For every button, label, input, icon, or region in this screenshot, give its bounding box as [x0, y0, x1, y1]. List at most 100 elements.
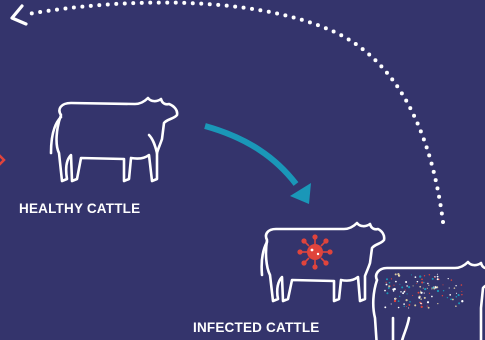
speckle-dot [398, 307, 400, 309]
speckle-dot [433, 288, 435, 290]
speckle-dot [406, 306, 407, 307]
speckle-dot [419, 286, 421, 288]
speckle-dot [393, 285, 394, 286]
speckle-dot [416, 283, 417, 284]
speckle-dot [456, 293, 457, 294]
speckle-dot [407, 293, 408, 294]
speckle-dot [423, 282, 425, 284]
speckle-dot [404, 306, 405, 307]
speckle-dot [427, 306, 428, 307]
speckle-dot [461, 284, 463, 286]
speckle-dot [428, 307, 430, 309]
speckle-dot [418, 297, 420, 299]
speckle-dot [456, 296, 458, 298]
speckle-dot [388, 287, 390, 289]
speckle-dot [421, 281, 423, 283]
infected-cow-icon [262, 223, 385, 301]
speckle-dot [391, 303, 392, 304]
speckle-dot [431, 288, 432, 289]
speckle-dot [405, 281, 407, 283]
virus-icon [298, 235, 332, 269]
speckle-dot [451, 279, 452, 280]
speckle-dot [429, 274, 430, 275]
speckle-dot [399, 296, 400, 297]
speckle-dot [437, 278, 439, 280]
speckle-dot [424, 275, 425, 276]
dotted-arc [28, 3, 443, 222]
speckle-dot [417, 281, 419, 283]
speckle-dot [401, 286, 403, 288]
healthy-cattle-label: HEALTHY CATTLE [19, 201, 140, 216]
speckle-dot [461, 300, 463, 302]
speckle-dot [406, 285, 407, 286]
speckle-dot [388, 285, 389, 286]
speckle-dot [458, 294, 460, 296]
spreading-infection-cow-icon [373, 262, 485, 340]
speckle-dot [391, 278, 392, 279]
speckle-dot [394, 300, 396, 302]
speckle-dot [432, 278, 434, 280]
speckle-dot [395, 298, 397, 300]
speckle-dot [454, 287, 456, 289]
speckle-dot [437, 303, 438, 304]
speckle-texture [384, 273, 463, 309]
speckle-dot [424, 297, 426, 299]
transmission-arrow [205, 126, 311, 204]
speckle-dot [452, 299, 454, 301]
speckle-dot [399, 284, 400, 285]
speckle-dot [420, 298, 421, 299]
infected-cattle-label: INFECTED CATTLE [193, 320, 320, 335]
speckle-dot [384, 290, 386, 292]
speckle-dot [443, 290, 444, 291]
speckle-dot [431, 296, 433, 298]
speckle-dot [437, 276, 439, 278]
dotted-arrow-head [12, 6, 26, 24]
speckle-dot [449, 287, 450, 288]
speckle-dot [404, 291, 406, 293]
speckle-dot [437, 290, 439, 292]
speckle-dot [400, 291, 401, 292]
speckle-dot [428, 285, 429, 286]
speckle-dot [435, 286, 437, 288]
speckle-dot [420, 292, 421, 293]
speckle-dot [449, 294, 451, 296]
speckle-dot [386, 282, 387, 283]
dotted-return-arrow [12, 3, 443, 222]
speckle-dot [389, 282, 391, 284]
speckle-dot [423, 288, 424, 289]
speckle-dot [434, 277, 435, 278]
speckle-dot [406, 299, 408, 301]
speckle-dot [442, 284, 443, 285]
speckle-dot [392, 288, 394, 290]
speckle-dot [418, 292, 420, 294]
speckle-dot [461, 291, 462, 292]
speckle-dot [429, 293, 430, 294]
speckle-dot [402, 292, 404, 294]
speckle-dot [415, 276, 417, 278]
speckle-dot [448, 278, 449, 279]
speckle-dot [427, 288, 428, 289]
speckle-dot [398, 300, 400, 302]
speckle-dot [386, 284, 388, 286]
speckle-dot [424, 293, 425, 294]
speckle-dot [395, 281, 397, 283]
speckle-dot [427, 283, 428, 284]
speckle-dot [412, 295, 413, 296]
speckle-dot [405, 290, 406, 291]
transmission-curve [205, 126, 296, 184]
speckle-dot [437, 274, 438, 275]
speckle-dot [397, 273, 399, 275]
speckle-dot [414, 304, 416, 306]
speckle-dot [403, 303, 405, 305]
speckle-dot [458, 302, 460, 304]
speckle-dot [442, 295, 443, 296]
speckle-dot [420, 303, 422, 305]
speckle-dot [421, 278, 423, 280]
speckle-dot [386, 278, 388, 280]
speckle-dot [411, 274, 412, 275]
speckle-dot [419, 275, 421, 277]
speckle-dot [455, 305, 457, 307]
speckle-dot [433, 287, 434, 288]
chevron-right-icon [0, 154, 4, 166]
